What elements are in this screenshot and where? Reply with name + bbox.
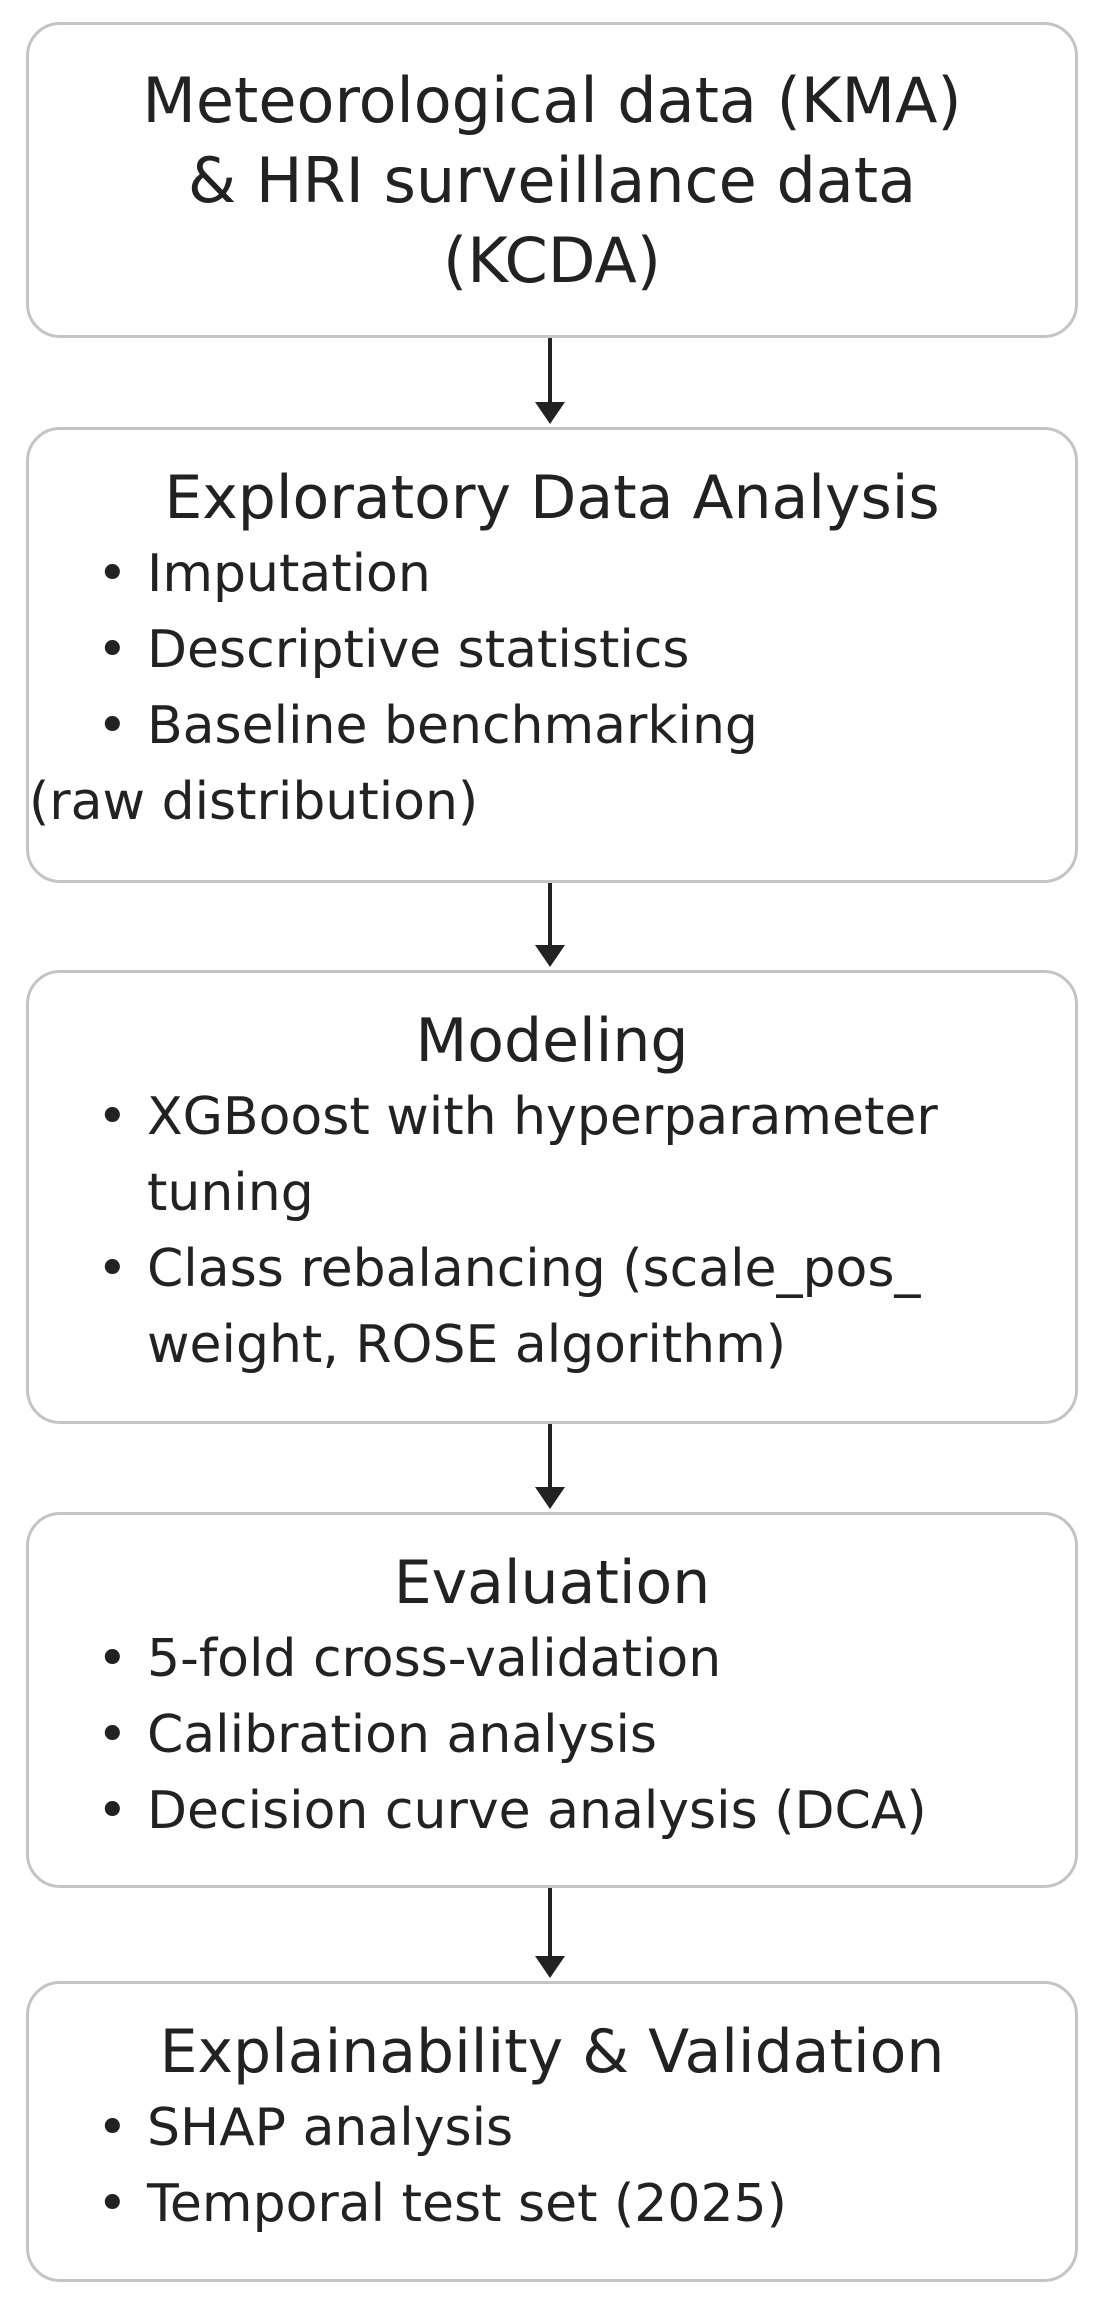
arrow-shaft bbox=[548, 883, 552, 947]
bullet-item: • Class rebalancing (scale_pos_ weight, … bbox=[29, 1231, 1075, 1383]
arrow-shaft bbox=[548, 1888, 552, 1958]
step-bullet-list: • XGBoost with hyperparameter tuning • C… bbox=[29, 1079, 1075, 1383]
step-box-explainability-validation: Explainability & Validation • SHAP analy… bbox=[26, 1981, 1078, 2282]
step-title: Exploratory Data Analysis bbox=[164, 463, 940, 533]
step-title: Evaluation bbox=[393, 1548, 711, 1618]
bullet-text-continuation: weight, ROSE algorithm) bbox=[147, 1315, 787, 1375]
bullet-item: • Descriptive statistics bbox=[29, 612, 1075, 688]
arrow-head bbox=[535, 945, 565, 967]
bullet-text: Descriptive statistics bbox=[147, 620, 690, 680]
bullet-text: Class rebalancing (scale_pos_ bbox=[147, 1239, 921, 1299]
bullet-text-continuation: (raw distribution) bbox=[29, 772, 479, 832]
arrow-head bbox=[535, 1487, 565, 1509]
bullet-item: • XGBoost with hyperparameter tuning bbox=[29, 1079, 1075, 1231]
bullet-dot: • bbox=[97, 1705, 128, 1765]
bullet-dot: • bbox=[97, 620, 128, 680]
bullet-dot: • bbox=[97, 544, 128, 604]
bullet-text: SHAP analysis bbox=[147, 2098, 514, 2158]
bullet-dot: • bbox=[97, 2098, 128, 2158]
bullet-text-continuation: tuning bbox=[147, 1163, 314, 1223]
step-title-line: Meteorological data (KMA) bbox=[142, 64, 962, 137]
bullet-dot: • bbox=[97, 2174, 128, 2234]
step-box-exploratory-data-analysis: Exploratory Data Analysis • Imputation •… bbox=[26, 427, 1078, 883]
arrow-head bbox=[535, 1956, 565, 1978]
bullet-text: Decision curve analysis (DCA) bbox=[147, 1781, 927, 1841]
flow-arrow-down bbox=[535, 1888, 565, 1978]
step-title-line: & HRI surveillance data bbox=[187, 144, 917, 217]
step-title: Modeling bbox=[415, 1006, 689, 1076]
bullet-text: XGBoost with hyperparameter bbox=[147, 1087, 938, 1147]
bullet-dot: • bbox=[97, 1629, 128, 1689]
bullet-item: • Calibration analysis bbox=[29, 1697, 1075, 1773]
bullet-item: • Baseline benchmarking (raw distributio… bbox=[29, 688, 1075, 840]
flow-arrow-down bbox=[535, 1424, 565, 1509]
bullet-text: Calibration analysis bbox=[147, 1705, 657, 1765]
bullet-dot: • bbox=[97, 1781, 128, 1841]
arrow-head bbox=[535, 402, 565, 424]
step-box-data-sources: Meteorological data (KMA) & HRI surveill… bbox=[26, 22, 1078, 338]
bullet-item: • Decision curve analysis (DCA) bbox=[29, 1773, 1075, 1849]
step-title: Explainability & Validation bbox=[159, 2017, 945, 2087]
bullet-text: Baseline benchmarking bbox=[147, 696, 758, 756]
bullet-dot: • bbox=[97, 1087, 128, 1147]
bullet-item: • Temporal test set (2025) bbox=[29, 2166, 1075, 2242]
flow-arrow-down bbox=[535, 883, 565, 967]
step-bullet-list: • SHAP analysis • Temporal test set (202… bbox=[29, 2090, 1075, 2242]
bullet-text: 5-fold cross-validation bbox=[147, 1629, 722, 1689]
step-title-line: (KCDA) bbox=[443, 224, 661, 297]
step-box-modeling: Modeling • XGBoost with hyperparameter t… bbox=[26, 970, 1078, 1424]
bullet-text: Imputation bbox=[147, 544, 431, 604]
bullet-item: • SHAP analysis bbox=[29, 2090, 1075, 2166]
step-bullet-list: • 5-fold cross-validation • Calibration … bbox=[29, 1621, 1075, 1849]
bullet-item: • 5-fold cross-validation bbox=[29, 1621, 1075, 1697]
bullet-dot: • bbox=[97, 696, 128, 756]
bullet-dot: • bbox=[97, 1239, 128, 1299]
bullet-item: • Imputation bbox=[29, 536, 1075, 612]
step-bullet-list: • Imputation • Descriptive statistics • … bbox=[29, 536, 1075, 840]
arrow-shaft bbox=[548, 1424, 552, 1489]
bullet-text: Temporal test set (2025) bbox=[147, 2174, 787, 2234]
arrow-shaft bbox=[548, 338, 552, 404]
step-box-evaluation: Evaluation • 5-fold cross-validation • C… bbox=[26, 1512, 1078, 1888]
flow-arrow-down bbox=[535, 338, 565, 424]
